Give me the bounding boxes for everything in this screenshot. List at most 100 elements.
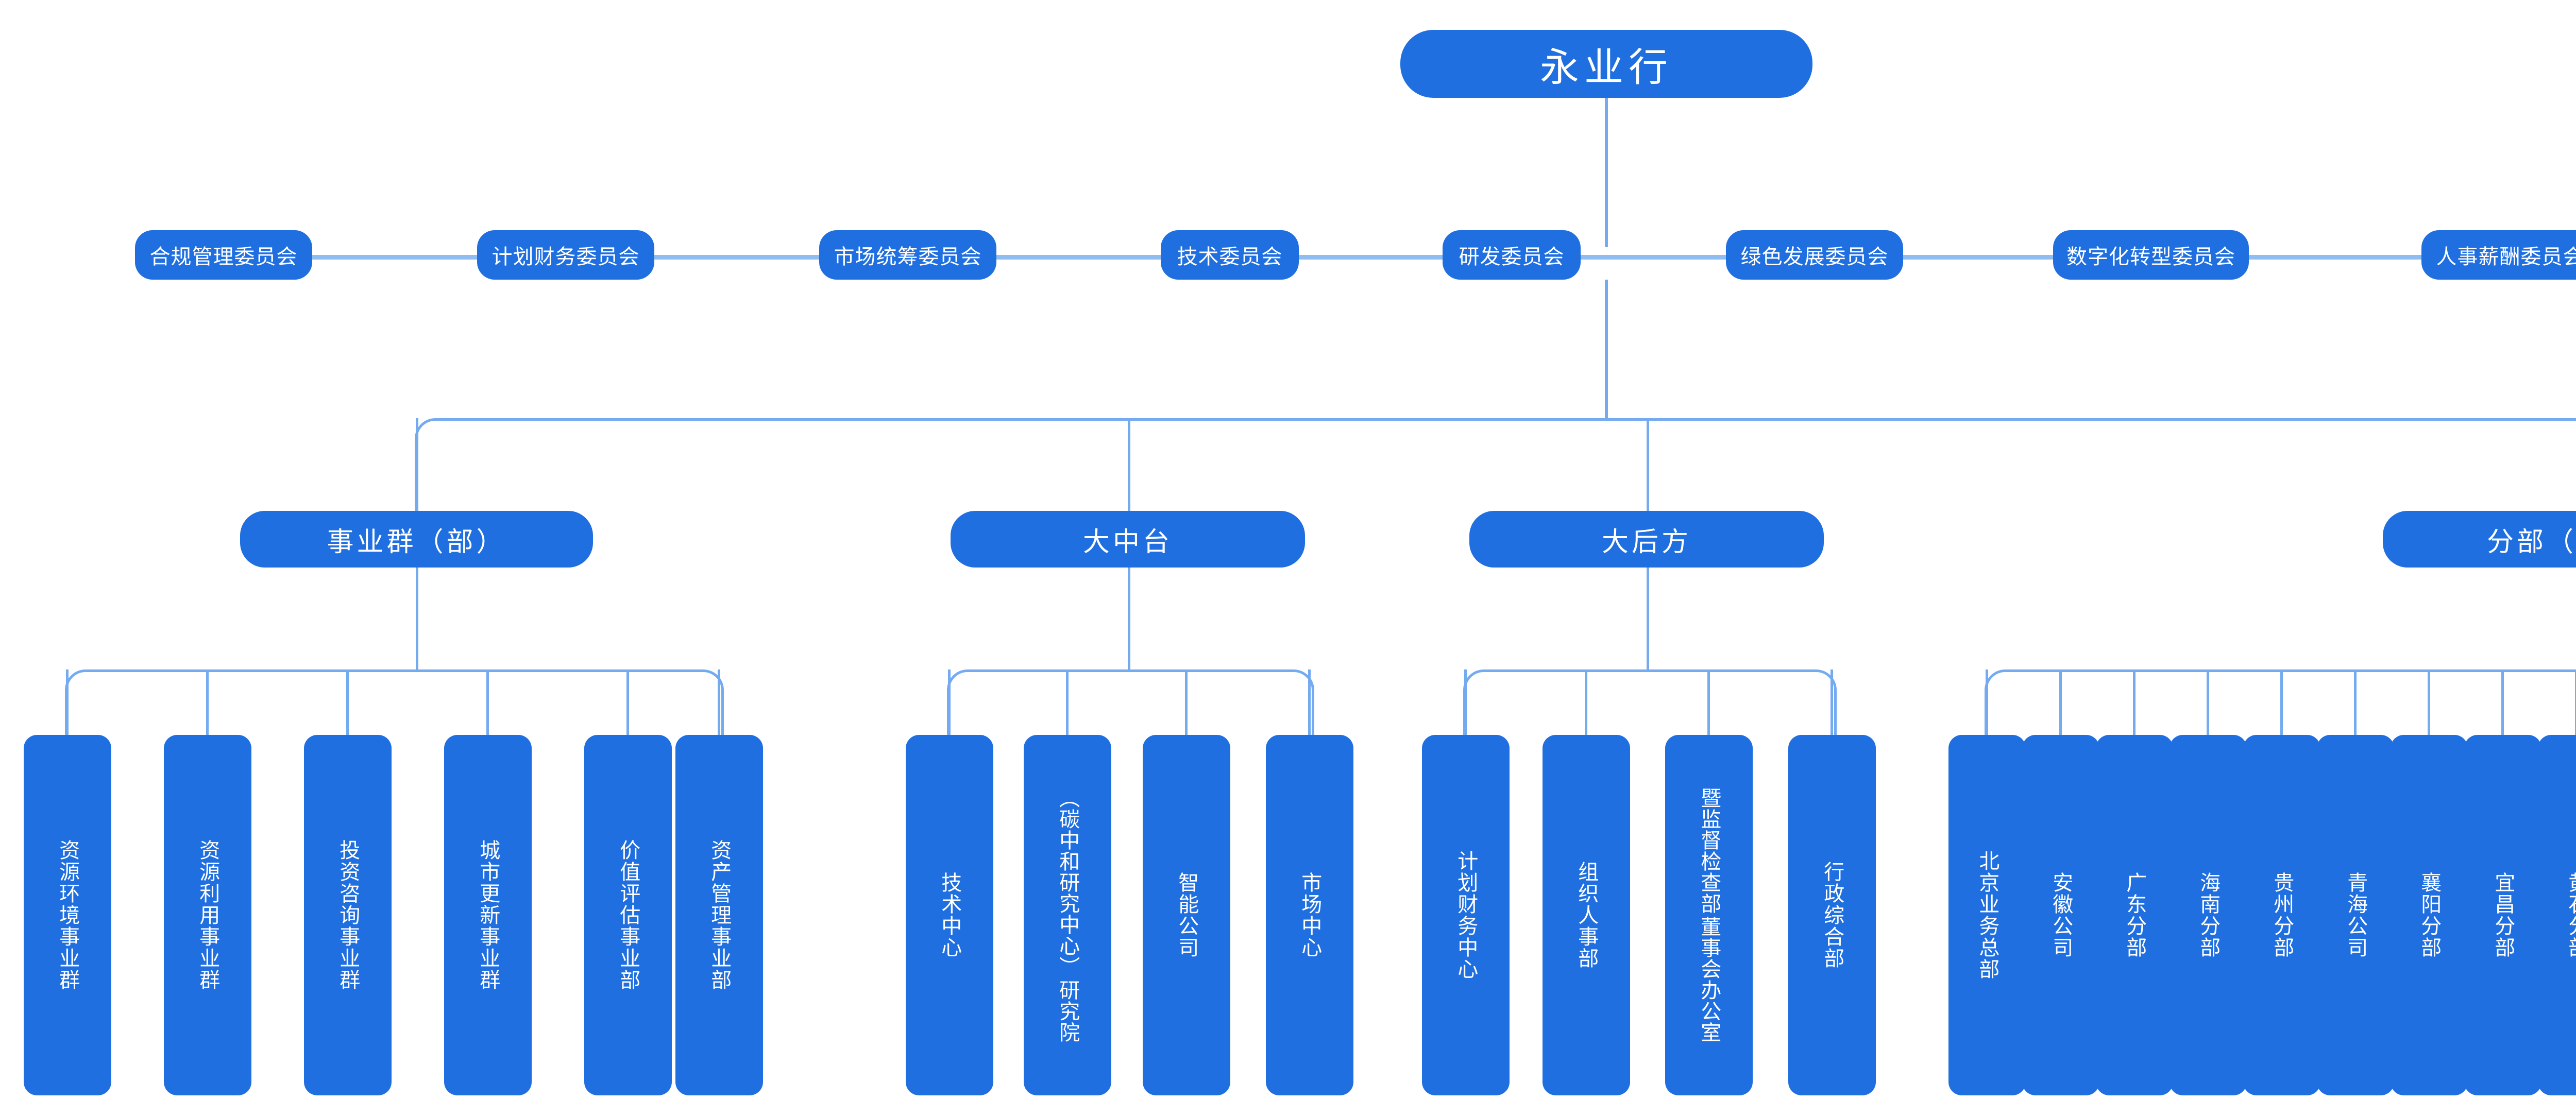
leaf-label: 城市更新事业群 [477, 839, 500, 991]
committee-node-0[interactable]: 合规管理委员会 [135, 230, 312, 280]
group-bus-bracket [415, 418, 2576, 513]
group-2-child-drop-0 [1464, 669, 1467, 735]
leaf-node-3-8[interactable]: 黄石分部 [2538, 735, 2576, 1095]
leaf-label: 北京业务总部 [1976, 850, 1999, 980]
group-drop-1 [1128, 418, 1130, 511]
committee-label: 技术委员会 [1177, 246, 1283, 268]
group-0-child-drop-3 [486, 669, 489, 735]
leaf-node-1-1[interactable]: 研究院 （碳中和研究中心） [1024, 735, 1111, 1095]
committee-node-1[interactable]: 计划财务委员会 [477, 230, 654, 280]
committee-label: 人事薪酬委员会 [2436, 246, 2576, 268]
group-0-child-drop-5 [718, 669, 720, 735]
leaf-node-0-5[interactable]: 资产管理事业部 [675, 735, 763, 1095]
leaf-label: 资产管理事业部 [708, 839, 731, 991]
group-2-stem [1647, 568, 1649, 669]
group-0-bus [65, 669, 724, 737]
group-3-child-drop-4 [2280, 669, 2283, 735]
group-1-child-drop-0 [948, 669, 951, 735]
leaf-node-0-2[interactable]: 投资咨询事业群 [304, 735, 392, 1095]
leaf-label: 计划财务中心 [1454, 850, 1478, 980]
leaf-node-3-3[interactable]: 海南分部 [2170, 735, 2247, 1095]
committee-label: 计划财务委员会 [492, 246, 640, 268]
group-header-3[interactable]: 分部（分公司） [2383, 511, 2576, 568]
group-1-bus [947, 669, 1314, 737]
group-0-child-drop-1 [206, 669, 209, 735]
group-drop-2 [1647, 418, 1649, 511]
group-2-child-drop-3 [1831, 669, 1833, 735]
leaf-node-1-0[interactable]: 技术中心 [906, 735, 993, 1095]
leaf-node-3-7[interactable]: 宜昌分部 [2464, 735, 2541, 1095]
group-0-stem [416, 568, 418, 669]
leaf-label: 市场中心 [1298, 872, 1321, 958]
leaf-node-0-3[interactable]: 城市更新事业群 [444, 735, 532, 1095]
leaf-label: 投资咨询事业群 [336, 839, 360, 991]
group-3-child-drop-6 [2428, 669, 2430, 735]
leaf-node-0-4[interactable]: 价值评估事业部 [584, 735, 672, 1095]
committee-node-7[interactable]: 人事薪酬委员会 [2421, 230, 2576, 280]
leaf-label: 资源环境事业群 [56, 839, 79, 991]
group-header-2[interactable]: 大后方 [1469, 511, 1824, 568]
group-2-child-drop-1 [1585, 669, 1587, 735]
committee-label: 研发委员会 [1459, 246, 1565, 268]
leaf-node-2-2[interactable]: 董事会办公室 暨监督检查部 [1665, 735, 1753, 1095]
group-2-child-drop-2 [1707, 669, 1710, 735]
group-0-child-drop-2 [346, 669, 349, 735]
group-header-1[interactable]: 大中台 [951, 511, 1305, 568]
leaf-node-3-6[interactable]: 襄阳分部 [2391, 735, 2468, 1095]
group-header-label: 大后方 [1601, 527, 1691, 557]
group-3-child-drop-2 [2133, 669, 2136, 735]
group-1-child-drop-3 [1308, 669, 1311, 735]
leaf-label: 襄阳分部 [2418, 872, 2441, 958]
leaf-label: 董事会办公室 [1698, 916, 1721, 1043]
leaf-node-1-3[interactable]: 市场中心 [1266, 735, 1353, 1095]
group-1-child-drop-1 [1066, 669, 1069, 735]
group-header-label: 分部（分公司） [2486, 527, 2576, 557]
group-3-child-drop-5 [2354, 669, 2357, 735]
committee-node-6[interactable]: 数字化转型委员会 [2053, 230, 2249, 280]
leaf-node-2-1[interactable]: 组织人事部 [1543, 735, 1630, 1095]
group-drop-0 [416, 418, 418, 511]
leaf-node-1-2[interactable]: 智能公司 [1143, 735, 1230, 1095]
group-header-label: 大中台 [1082, 527, 1173, 557]
leaf-label: 黄石分部 [2565, 872, 2576, 958]
leaf-label: 安徽公司 [2049, 872, 2073, 958]
group-3-child-drop-1 [2059, 669, 2062, 735]
leaf-label: 宜昌分部 [2492, 872, 2515, 958]
leaf-label: 资源利用事业群 [196, 839, 219, 991]
committee-node-3[interactable]: 技术委员会 [1161, 230, 1299, 280]
leaf-node-3-4[interactable]: 贵州分部 [2243, 735, 2320, 1095]
leaf-node-3-2[interactable]: 广东分部 [2096, 735, 2173, 1095]
group-header-0[interactable]: 事业群（部） [240, 511, 593, 568]
committee-label: 数字化转型委员会 [2066, 246, 2235, 268]
leaf-node-2-0[interactable]: 计划财务中心 [1422, 735, 1510, 1095]
leaf-node-0-1[interactable]: 资源利用事业群 [164, 735, 251, 1095]
leaf-node-3-0[interactable]: 北京业务总部 [1948, 735, 2026, 1095]
group-2-bus [1463, 669, 1837, 737]
committee-node-5[interactable]: 绿色发展委员会 [1726, 230, 1903, 280]
committee-node-2[interactable]: 市场统筹委员会 [819, 230, 996, 280]
committee-label: 绿色发展委员会 [1740, 246, 1889, 268]
trunk-to-groups [1605, 280, 1608, 419]
root-stem [1605, 98, 1608, 247]
leaf-label: 组织人事部 [1575, 861, 1598, 969]
committee-label: 合规管理委员会 [149, 246, 298, 268]
group-1-child-drop-2 [1185, 669, 1188, 735]
leaf-node-3-5[interactable]: 青海公司 [2317, 735, 2394, 1095]
group-3-child-drop-3 [2207, 669, 2209, 735]
group-3-child-drop-0 [1986, 669, 1988, 735]
leaf-label: 海南分部 [2197, 872, 2220, 958]
committee-label: 市场统筹委员会 [834, 246, 982, 268]
leaf-label: 行政综合部 [1821, 861, 1844, 969]
leaf-node-0-0[interactable]: 资源环境事业群 [24, 735, 111, 1095]
group-3-child-drop-7 [2501, 669, 2504, 735]
group-3-child-drop-8 [2575, 669, 2576, 735]
leaf-node-2-3[interactable]: 行政综合部 [1788, 735, 1876, 1095]
root-node[interactable]: 永业行 [1400, 30, 1812, 98]
leaf-label: 研究院 [1056, 979, 1079, 1043]
root-node-label: 永业行 [1540, 46, 1673, 90]
leaf-node-3-1[interactable]: 安徽公司 [2022, 735, 2099, 1095]
leaf-label-secondary: （碳中和研究中心） [1056, 787, 1079, 977]
leaf-label: 技术中心 [938, 872, 961, 958]
committee-node-4[interactable]: 研发委员会 [1443, 230, 1581, 280]
